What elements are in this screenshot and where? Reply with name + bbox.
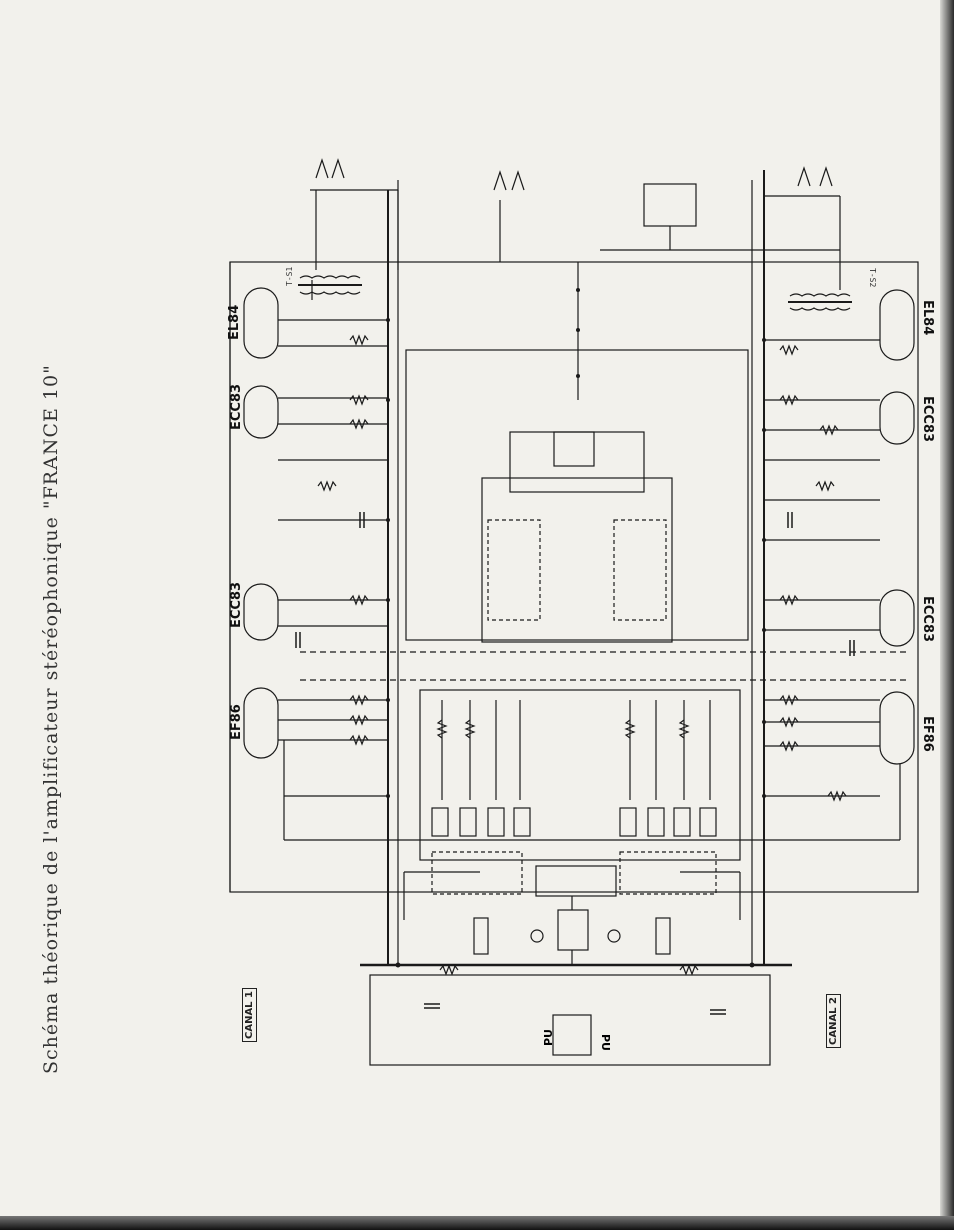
balance-box: [509, 431, 645, 493]
pu-label-left: PU: [542, 1029, 555, 1046]
tuner-1: [473, 917, 489, 955]
jack-right: [607, 929, 621, 943]
tube-ef86-right: [879, 691, 915, 765]
tone-frame: [419, 689, 741, 861]
tuner-2: [655, 917, 671, 955]
tube-ef86-left: [243, 687, 279, 759]
tube-label-ecc83-left-mid: ECC83: [229, 582, 244, 628]
jack-left: [530, 929, 544, 943]
balance-pot: [553, 431, 595, 467]
tube-label-el84-left: EL84: [227, 305, 242, 340]
speaker-out-center: [493, 170, 525, 262]
mode-switch: [557, 909, 589, 951]
transformer-label-right: T-S2: [868, 268, 877, 287]
pu-label-right: PU: [599, 1034, 612, 1051]
speaker-out-right: [764, 166, 840, 197]
speaker-out-left: [310, 158, 398, 191]
tube-label-ecc83-left-top: ECC83: [229, 384, 244, 430]
amp-frame: [229, 261, 919, 893]
tube-label-el84-right: EL84: [920, 300, 935, 335]
selector-box: [481, 477, 673, 643]
tube-ecc83-left-mid: [243, 583, 279, 641]
tube-label-ecc83-right-top: ECC83: [920, 396, 935, 442]
selector-right: [613, 519, 667, 621]
tube-ecc83-right-top: [879, 391, 915, 445]
tube-label-ef86-right: EF86: [920, 716, 935, 752]
speaker-switch-box: [643, 183, 697, 227]
pu-socket: [552, 1014, 592, 1056]
transformer-left: [298, 275, 362, 300]
transformer-label-left: T-S1: [285, 267, 294, 286]
center-frame: [405, 349, 749, 641]
tube-el84-left: [243, 287, 279, 359]
selector-left: [487, 519, 541, 621]
tube-ecc83-right-mid: [879, 589, 915, 647]
input-frame: [369, 974, 771, 1066]
tube-ecc83-left-top: [243, 385, 279, 439]
switch-left: [431, 851, 523, 895]
tube-label-ef86-left: EF86: [229, 704, 244, 740]
switch-right: [619, 851, 717, 895]
tube-el84-right: [879, 289, 915, 361]
page-bottom-shadow: [0, 1216, 954, 1230]
page-edge-shadow: [940, 0, 954, 1230]
tube-label-ecc83-right-mid: ECC83: [920, 596, 935, 642]
transformer-right: [788, 293, 852, 311]
switch-center: [535, 865, 617, 897]
